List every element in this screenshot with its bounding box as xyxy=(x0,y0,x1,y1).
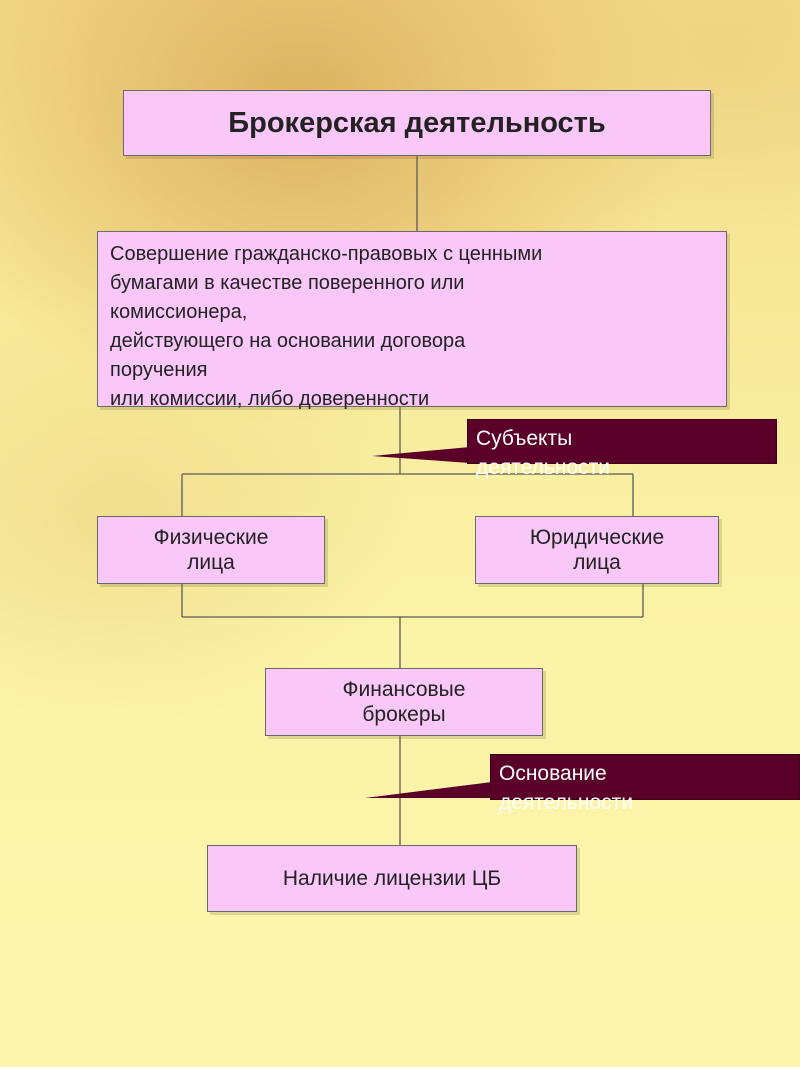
callout-pointer-subjects xyxy=(372,447,470,463)
subjects-callout: Субъекты деятельности xyxy=(467,419,777,479)
definition-text: Совершение гражданско-правовых с ценными… xyxy=(110,243,543,410)
subjects-callout-text: Субъекты деятельности xyxy=(476,427,610,479)
license-text: Наличие лицензии ЦБ xyxy=(282,866,502,890)
individuals-text: Физические лица xyxy=(153,526,269,574)
license-box: Наличие лицензии ЦБ xyxy=(207,845,577,912)
individuals-box: Физические лица xyxy=(97,516,325,584)
legal-entities-box: Юридические лица xyxy=(475,516,719,584)
definition-box: Совершение гражданско-правовых с ценными… xyxy=(97,231,727,410)
callout-pointer-basis xyxy=(365,782,492,798)
basis-callout: Основание деятельности xyxy=(490,754,800,814)
brokers-box: Финансовые брокеры xyxy=(265,668,543,736)
title-box: Брокерская деятельность xyxy=(123,90,711,156)
brokers-text: Финансовые брокеры xyxy=(342,678,466,726)
title-text: Брокерская деятельность xyxy=(228,106,606,139)
legal-entities-text: Юридические лица xyxy=(529,526,665,574)
basis-callout-text: Основание деятельности xyxy=(499,762,633,814)
